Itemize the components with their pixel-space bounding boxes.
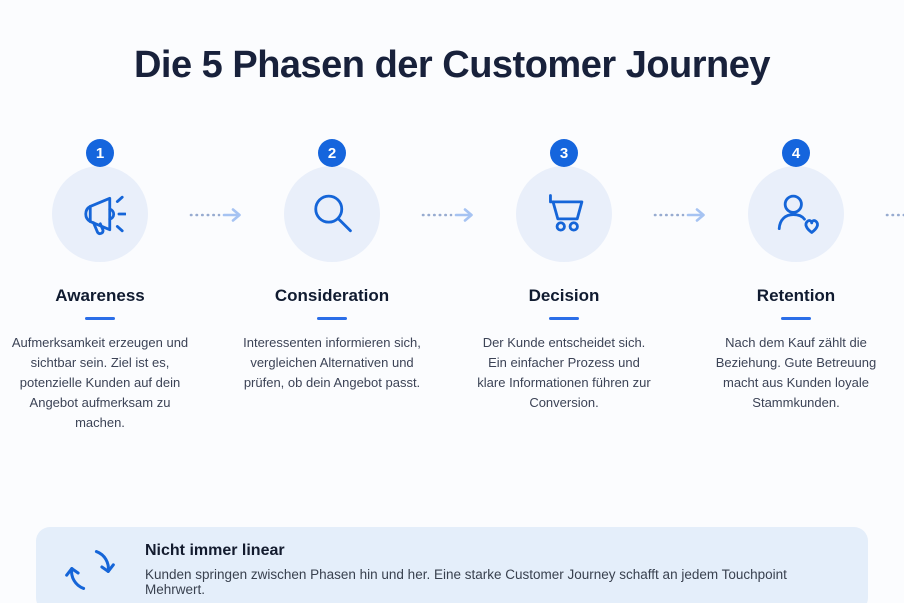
phase-description: Aufmerksamkeit erzeugen und sichtbar sei… <box>11 335 189 430</box>
page-title: Die 5 Phasen der Customer Journey <box>133 44 771 86</box>
dashed-arrow-icon <box>420 205 476 225</box>
phase-description: Der Kunde entscheidet sich. Ein einfache… <box>477 335 651 410</box>
phase-underline <box>549 317 579 320</box>
phases-row: 1 Awarene <box>0 139 904 431</box>
phase-icon-circle <box>516 166 612 262</box>
phase-decision: 3 Decision Der Kunde entscheidet sich. E… <box>476 139 652 413</box>
cycle-arrows-icon <box>62 542 118 598</box>
phase-description: Interessenten informieren sich, vergleic… <box>243 335 421 390</box>
magnifier-icon <box>306 188 358 240</box>
dashed-arrow-icon <box>652 205 708 225</box>
phase-number-badge: 4 <box>782 139 810 167</box>
phase-underline <box>781 317 811 320</box>
phase-number-badge: 1 <box>86 139 114 167</box>
megaphone-icon <box>74 188 126 240</box>
customer-journey-infographic: Die 5 Phasen der Customer Journey 1 <box>0 44 904 603</box>
phase-consideration: 2 Consideration Interessenten informiere… <box>243 139 421 393</box>
dashed-arrow-icon <box>188 205 244 225</box>
dashed-arrow-icon <box>884 205 904 225</box>
phase-awareness: 1 Awarene <box>12 139 188 433</box>
phase-underline <box>317 317 347 320</box>
not-always-linear-callout: Nicht immer linear Kunden springen zwisc… <box>36 527 868 603</box>
phase-name: Decision <box>528 286 600 305</box>
phase-underline <box>85 317 115 320</box>
phase-description: Nach dem Kauf zählt die Beziehung. Gute … <box>715 335 877 410</box>
phase-number-badge: 2 <box>318 139 346 167</box>
phase-icon-circle <box>284 166 380 262</box>
callout-body-text: Kunden springen zwischen Phasen hin und … <box>145 567 787 597</box>
phase-name: Consideration <box>274 286 390 305</box>
phase-name: Retention <box>756 286 836 305</box>
person-heart-icon <box>770 188 822 240</box>
phase-icon-circle <box>52 166 148 262</box>
phase-name: Awareness <box>55 286 145 305</box>
phase-number-badge: 3 <box>550 139 578 167</box>
callout-text-block: Nicht immer linear Kunden springen zwisc… <box>145 542 842 597</box>
shopping-cart-icon <box>538 188 590 240</box>
callout-heading: Nicht immer linear <box>145 542 285 559</box>
phase-retention: 4 Retention Nach dem Kauf zählt die Bezi… <box>708 139 884 413</box>
phase-icon-circle <box>748 166 844 262</box>
